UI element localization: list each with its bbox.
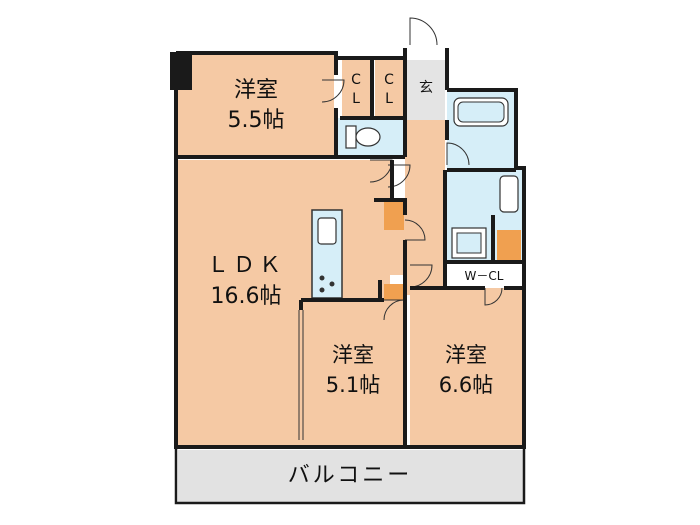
walk-in-closet-label: W－CL [465,269,504,283]
walls [174,48,526,505]
entrance-floor [405,60,445,120]
western-room-a-door [321,79,345,103]
hall-door [404,219,426,241]
balcony-rail [174,447,526,505]
western-room-c-floor [410,288,522,445]
ldk-storage-accent [384,284,404,300]
room-a-wall [334,108,405,159]
stove-burner [319,275,325,281]
ldk-size: 16.6帖 [211,284,282,309]
western-room-c-name: 洋室 [445,343,487,367]
fixtures [311,97,519,299]
toilet-bowl [355,127,381,147]
ldk-name: ＬＤＫ [207,253,285,278]
washing-machine-drum [456,232,482,254]
entrance-door [409,17,438,46]
closet-accent [497,230,521,262]
western-room-c-size: 6.6帖 [439,373,493,397]
western-room-a-name: 洋室 [234,78,278,103]
toilet-tank [345,125,357,149]
balcony-floor [178,450,523,502]
hall-storage-accent [384,200,404,230]
western-room-a-floor [178,55,334,155]
closet-1-label: L [352,91,360,107]
kitchen-sink [317,217,337,245]
stove-burner [319,287,325,293]
closet-2-label: L [385,91,393,107]
ldk-wall [374,198,407,215]
closet-1-label: C [351,72,361,88]
western-room-b-name: 洋室 [332,343,374,367]
washbasin [499,175,519,213]
entrance-label: 玄 [419,79,433,96]
structural-column [170,52,192,90]
hallway-floor [405,90,445,295]
wcl-door [484,287,503,306]
bathtub-inner [457,101,505,123]
walk-in-closet-floor [447,262,522,288]
closet-1-floor [342,60,370,118]
floor-areas [178,55,523,502]
washroom-door [446,142,470,166]
balcony-label: バルコニー [288,463,413,488]
western-room-b-floor [304,300,404,445]
room-labels: 洋室 5.5帖 ＬＤＫ 16.6帖 洋室 5.1帖 洋室 6.6帖 C L C … [207,72,504,488]
closet-2-floor [375,60,403,118]
stove-burner [329,281,335,287]
closet-2-label: C [384,72,394,88]
western-room-a-size: 5.5帖 [228,108,285,133]
western-room-b-size: 5.1帖 [326,373,380,397]
